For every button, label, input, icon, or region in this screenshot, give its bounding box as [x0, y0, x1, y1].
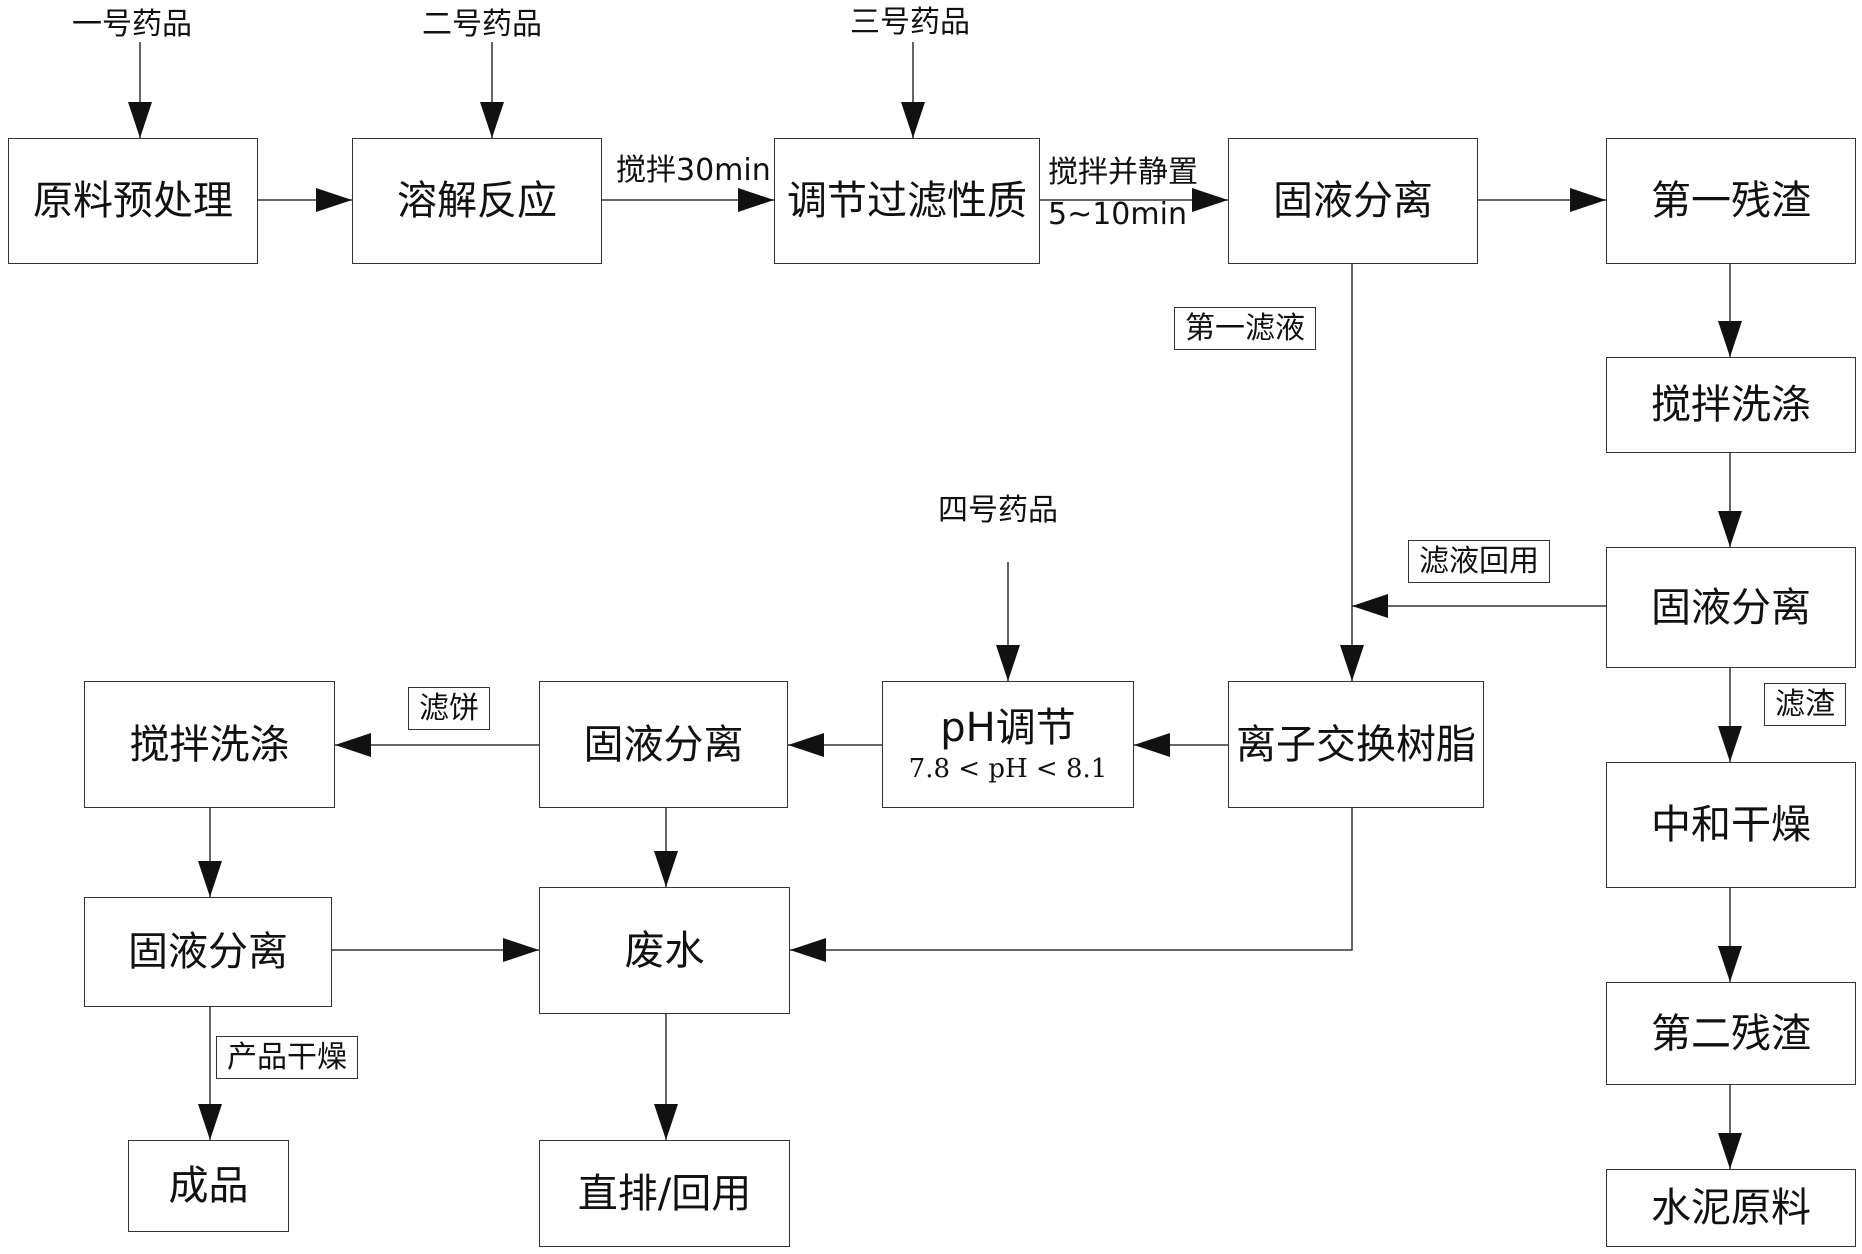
wash1-label: 搅拌洗涤 [1651, 382, 1811, 428]
product-box: 成品 [128, 1140, 289, 1232]
chem2-label: 二号药品 [422, 7, 542, 42]
wash1-box: 搅拌洗涤 [1606, 357, 1856, 453]
cement-label: 水泥原料 [1651, 1185, 1811, 1231]
sep2-box: 固液分离 [1606, 547, 1856, 668]
filter-cake-tag: 滤饼 [408, 687, 490, 730]
chem4-label: 四号药品 [938, 493, 1058, 528]
residue2-box: 第二残渣 [1606, 982, 1856, 1085]
sep4-box: 固液分离 [84, 897, 332, 1007]
ion-exchange-box: 离子交换树脂 [1228, 681, 1484, 808]
sep1-box: 固液分离 [1228, 138, 1478, 264]
discharge-label: 直排/回用 [577, 1170, 752, 1217]
product-label: 成品 [168, 1163, 249, 1209]
pretreat-label: 原料预处理 [33, 178, 233, 224]
sep3-label: 固液分离 [583, 721, 744, 768]
residue2-label: 第二残渣 [1651, 1010, 1811, 1057]
neutral-dry-label: 中和干燥 [1651, 802, 1811, 848]
wastewater-box: 废水 [539, 887, 790, 1014]
adjust-filter-label: 调节过滤性质 [787, 178, 1027, 224]
ph-range-label: 7.8 < pH < 8.1 [908, 753, 1108, 784]
chem1-label: 一号药品 [72, 7, 192, 42]
ion-exchange-label: 离子交换树脂 [1236, 721, 1476, 768]
wash2-label: 搅拌洗涤 [129, 721, 290, 768]
filtrate-reuse-tag: 滤液回用 [1408, 540, 1550, 583]
product-dry-tag: 产品干燥 [216, 1036, 358, 1079]
filter-residue-tag: 滤渣 [1764, 683, 1846, 726]
cement-box: 水泥原料 [1606, 1169, 1856, 1247]
residue1-label: 第一残渣 [1651, 178, 1811, 224]
ph-adjust-label: pH调节 [940, 704, 1076, 751]
ph-adjust-box: pH调节 7.8 < pH < 8.1 [882, 681, 1134, 808]
pretreat-box: 原料预处理 [8, 138, 258, 264]
sep4-label: 固液分离 [128, 929, 288, 975]
dissolve-label: 溶解反应 [397, 178, 557, 224]
arrow-ion-waste [790, 808, 1353, 962]
dissolve-box: 溶解反应 [352, 138, 602, 264]
stir30-label: 搅拌30min [616, 153, 771, 188]
residue1-box: 第一残渣 [1606, 138, 1856, 264]
adjust-filter-box: 调节过滤性质 [774, 138, 1040, 264]
sep2-label: 固液分离 [1651, 584, 1811, 631]
neutral-dry-box: 中和干燥 [1606, 762, 1856, 888]
filtrate1-tag: 第一滤液 [1174, 307, 1316, 350]
settle-time-label: 5~10min [1048, 197, 1187, 232]
chem3-label: 三号药品 [850, 5, 970, 40]
sep3-box: 固液分离 [539, 681, 788, 808]
wash2-box: 搅拌洗涤 [84, 681, 335, 808]
stir-settle-label: 搅拌并静置 [1048, 155, 1198, 190]
wastewater-label: 废水 [624, 927, 705, 974]
discharge-box: 直排/回用 [539, 1140, 790, 1247]
sep1-label: 固液分离 [1273, 178, 1433, 224]
